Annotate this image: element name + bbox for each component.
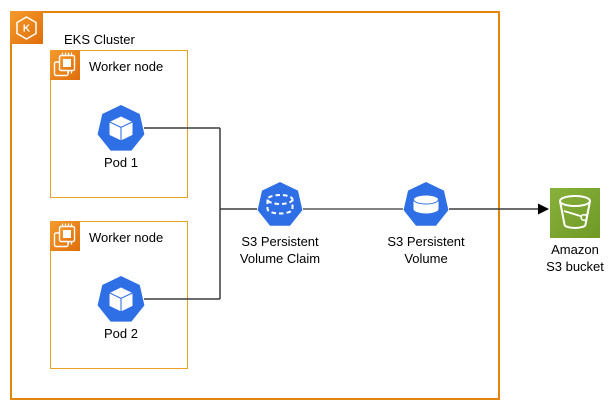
pod-1-label: Pod 1 xyxy=(104,155,138,170)
worker-node-2-title: Worker node xyxy=(89,230,164,245)
s3-bucket-icon xyxy=(550,188,600,238)
eks-cluster-icon: K xyxy=(10,11,43,44)
pv-label-line1: S3 Persistent xyxy=(387,234,465,249)
worker-node-1-container: Worker node Pod 1 xyxy=(50,50,188,198)
eks-cluster-container: K EKS Cluster xyxy=(10,11,500,400)
pv-label-line2: Volume xyxy=(404,251,448,266)
compute-chip-icon xyxy=(50,221,80,251)
s3-bucket-label-line2: S3 bucket xyxy=(546,259,604,274)
svg-text:K: K xyxy=(23,24,31,35)
pv-label: S3 Persistent Volume xyxy=(364,233,488,267)
worker-node-1-title: Worker node xyxy=(89,59,164,74)
kubernetes-pod-icon xyxy=(97,105,145,153)
persistent-volume-claim-icon xyxy=(257,182,303,228)
kubernetes-pod-icon xyxy=(97,276,145,324)
pvc-label: S3 Persistent Volume Claim xyxy=(218,233,342,267)
pod-2-label: Pod 2 xyxy=(104,326,138,341)
pvc-label-line2: Volume Claim xyxy=(239,251,321,266)
arrowhead xyxy=(538,203,549,215)
compute-chip-icon xyxy=(50,50,80,80)
s3-bucket-label-line1: Amazon xyxy=(551,242,599,257)
eks-cluster-title: EKS Cluster xyxy=(64,32,135,47)
pvc-label-line1: S3 Persistent xyxy=(241,234,319,249)
s3-bucket-label: Amazon S3 bucket xyxy=(523,241,612,275)
persistent-volume-icon xyxy=(403,182,449,228)
worker-node-2-container: Worker node Pod 2 xyxy=(50,221,188,369)
